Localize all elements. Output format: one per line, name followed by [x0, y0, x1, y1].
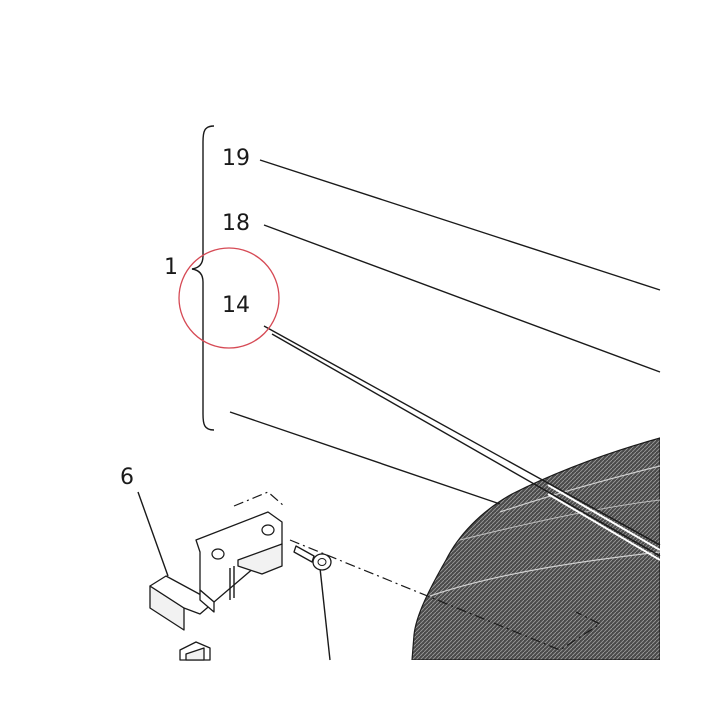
housing-cover	[411, 437, 660, 660]
bracket-hole-1	[211, 548, 225, 560]
leader-14-parallel	[271, 333, 661, 557]
leader-19	[259, 159, 661, 291]
callout-19: 19	[222, 146, 250, 171]
housing-contour-2	[429, 551, 660, 597]
leader-6	[137, 491, 169, 577]
highlight-circle-14	[178, 247, 280, 349]
housing-contour-1	[499, 465, 660, 513]
screw	[293, 545, 332, 571]
housing-channel	[547, 484, 660, 561]
callout-14: 14	[222, 293, 250, 318]
leader-14	[263, 325, 661, 546]
clip-part	[179, 641, 211, 661]
callout-1: 1	[164, 255, 178, 280]
leader-18	[263, 224, 661, 373]
alignment-dashed-line	[233, 491, 602, 651]
assembly-brace	[191, 125, 215, 431]
housing-contour-3	[459, 499, 660, 541]
leader-screw	[319, 567, 331, 661]
leader-1-group	[229, 411, 501, 505]
bracket-hole-2	[261, 524, 275, 536]
callout-18: 18	[222, 211, 250, 236]
bracket-part-6	[149, 511, 283, 631]
callout-6: 6	[120, 465, 134, 490]
